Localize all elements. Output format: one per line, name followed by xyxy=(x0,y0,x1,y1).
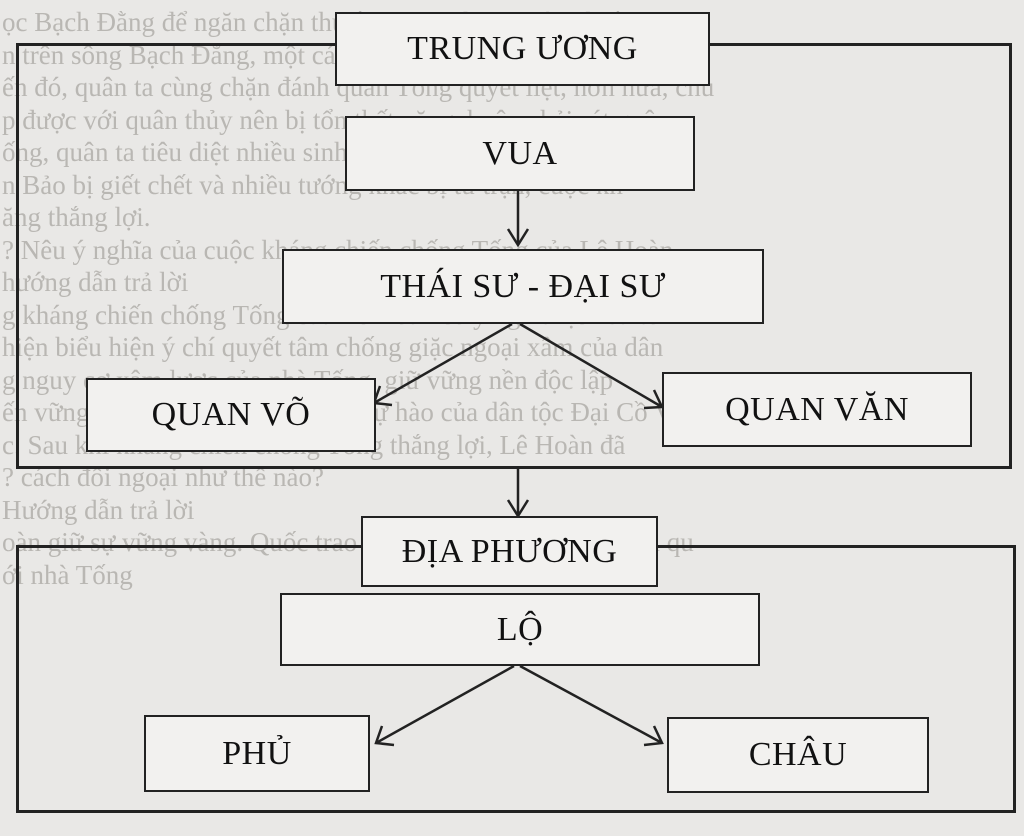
background-line: Hướng dẫn trả lời xyxy=(2,494,195,525)
node-label: PHỦ xyxy=(222,734,292,772)
background-line: ăng thắng lợi. xyxy=(2,202,151,232)
node-chau: CHÂU xyxy=(667,717,929,793)
node-label: LỘ xyxy=(496,610,544,648)
edge-chief-civil xyxy=(519,322,663,409)
background-line: hướng dẫn trả lời xyxy=(2,267,189,297)
edge-lo-chau xyxy=(519,664,663,745)
node-vua: VUA xyxy=(345,116,695,191)
node-thai-su-dai-su: THÁI SƯ - ĐẠI SƯ xyxy=(282,249,764,324)
node-label: TRUNG ƯƠNG xyxy=(407,30,638,67)
arrowhead-lo-chau xyxy=(643,725,664,747)
node-label: THÁI SƯ - ĐẠI SƯ xyxy=(380,267,666,305)
node-dia-phuong: ĐỊA PHƯƠNG xyxy=(361,516,658,587)
arrowhead-lo-phu xyxy=(374,725,395,747)
background-line: ới nhà Tống xyxy=(2,559,133,590)
arrowhead-king-chief xyxy=(506,228,530,248)
node-label: ĐỊA PHƯƠNG xyxy=(401,532,618,570)
node-label: QUAN VÕ xyxy=(151,396,311,433)
node-label: VUA xyxy=(482,134,558,172)
background-line: hiện biểu hiện ý chí quyết tâm chống giặ… xyxy=(2,332,664,362)
node-quan-van: QUAN VĂN xyxy=(662,372,972,447)
edge-chief-military xyxy=(373,322,513,405)
node-quan-vo: QUAN VÕ xyxy=(86,378,376,452)
node-lo: LỘ xyxy=(280,593,760,666)
node-label: QUAN VĂN xyxy=(725,390,909,428)
node-phu: PHỦ xyxy=(144,715,370,792)
node-label: CHÂU xyxy=(748,736,848,773)
edge-lo-phu xyxy=(375,664,515,745)
node-trung-uong: TRUNG ƯƠNG xyxy=(335,12,710,86)
